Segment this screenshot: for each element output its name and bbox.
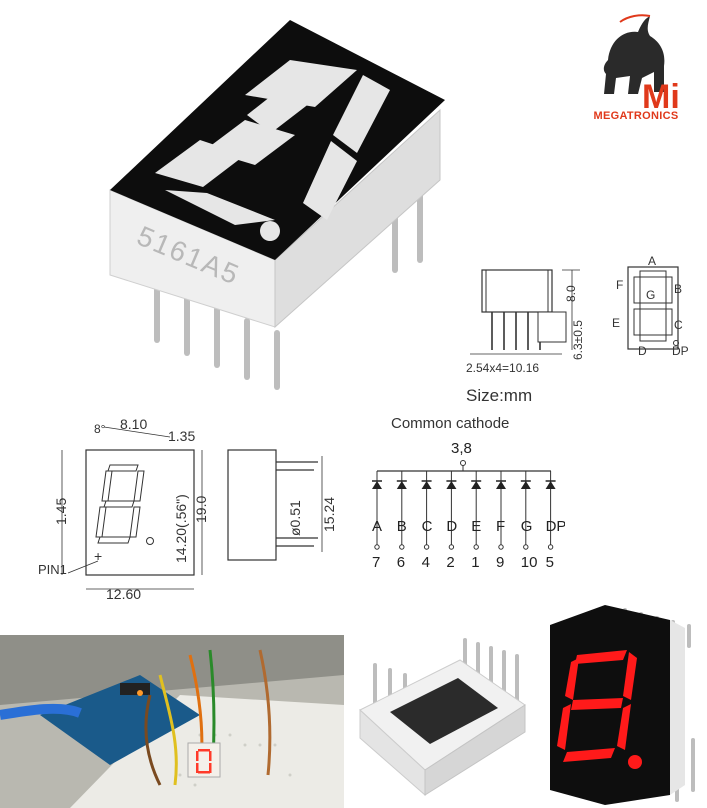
left-offset-label: 1.45 [53,498,69,525]
seg-label-f: F [616,278,623,292]
seg-label-c: C [674,318,683,332]
display-rear-render [350,620,530,805]
diode-symbol [520,481,531,489]
side-pin-label: 6.3±0.5 [571,320,585,360]
profile-dimension-drawing: ø0.51 15.24 [222,440,337,570]
pin-terminal [374,544,380,550]
pin-terminal [547,544,554,550]
schematic-pin-label: 9 [496,554,504,571]
front-dimension-drawing: 8° 8.10 1.35 1.45 14.20(.56") 19.0 12.60… [38,415,218,600]
pin-diameter-label: ø0.51 [287,500,303,536]
schematic-segment-label: D [446,518,457,535]
profile-height-label: 15.24 [321,497,337,532]
schematic-caption: Common cathode [391,415,510,432]
pin-terminal [423,544,430,550]
lit-display-render [545,600,707,808]
pin-terminal [473,544,479,550]
schematic-segment-label: C [422,518,433,535]
schematic-pin-label: 10 [521,554,538,571]
gap-label: 1.35 [168,428,195,444]
diode-symbol [421,481,432,489]
pin1-label: PIN1 [38,562,67,577]
size-caption: Size:mm [466,386,533,405]
segment-map: A B C D E F G DP [610,255,700,365]
brand-logo: Mi [580,12,692,124]
body-width-label: 12.60 [106,586,141,600]
schematic-segment-label: F [496,518,505,535]
schematic-segment-label: G [521,518,533,535]
breadboard-photo [0,635,344,808]
brand-monogram: Mi [642,78,680,112]
seg-label-dp: DP [672,344,689,358]
schematic-segment-label: A [372,518,382,535]
diode-symbol [496,481,506,489]
schematic-segment-label: E [471,518,481,535]
diode-symbol [372,481,382,489]
schematic-pin-label: 6 [397,554,405,571]
schematic-pin-label: 2 [446,554,454,571]
diode-symbol [545,481,556,489]
schematic-pin-label: 1 [471,554,479,571]
side-height-label: 8.0 [564,285,578,302]
seg-label-b: B [674,282,682,296]
side-view-drawing: 8.0 6.3±0.5 2.54x4=10.16 [462,258,592,378]
side-pitch-label: 2.54x4=10.16 [466,361,539,375]
schematic-segment-label: DP [546,518,565,535]
diode-symbol [396,481,407,489]
schematic-pin-label: 5 [546,554,554,571]
pin-terminal [399,544,405,550]
width-top-label: 8.10 [120,416,147,432]
seg-label-e: E [612,316,620,330]
digit-height-label: 14.20(.56") [173,494,189,563]
seg-label-g: G [646,288,655,302]
schematic-segment-label: B [397,518,407,535]
seg-label-a: A [648,255,656,268]
display-render: 5161A5 [95,15,455,395]
pin-terminal [448,544,455,550]
pin-terminal [523,544,529,550]
pin-terminal [498,544,504,550]
schematic-pin-label: 7 [372,554,380,571]
common-pins-label: 3,8 [451,440,472,457]
diode-symbol [446,481,457,489]
brand-name: MEGATRONICS [593,110,679,122]
schematic-pin-label: 4 [422,554,430,571]
seg-label-d: D [638,344,647,358]
pin1-plus: + [94,548,102,564]
angle-label: 8° [94,422,106,436]
diode-symbol [471,481,482,489]
body-height-label: 19.0 [193,496,209,523]
